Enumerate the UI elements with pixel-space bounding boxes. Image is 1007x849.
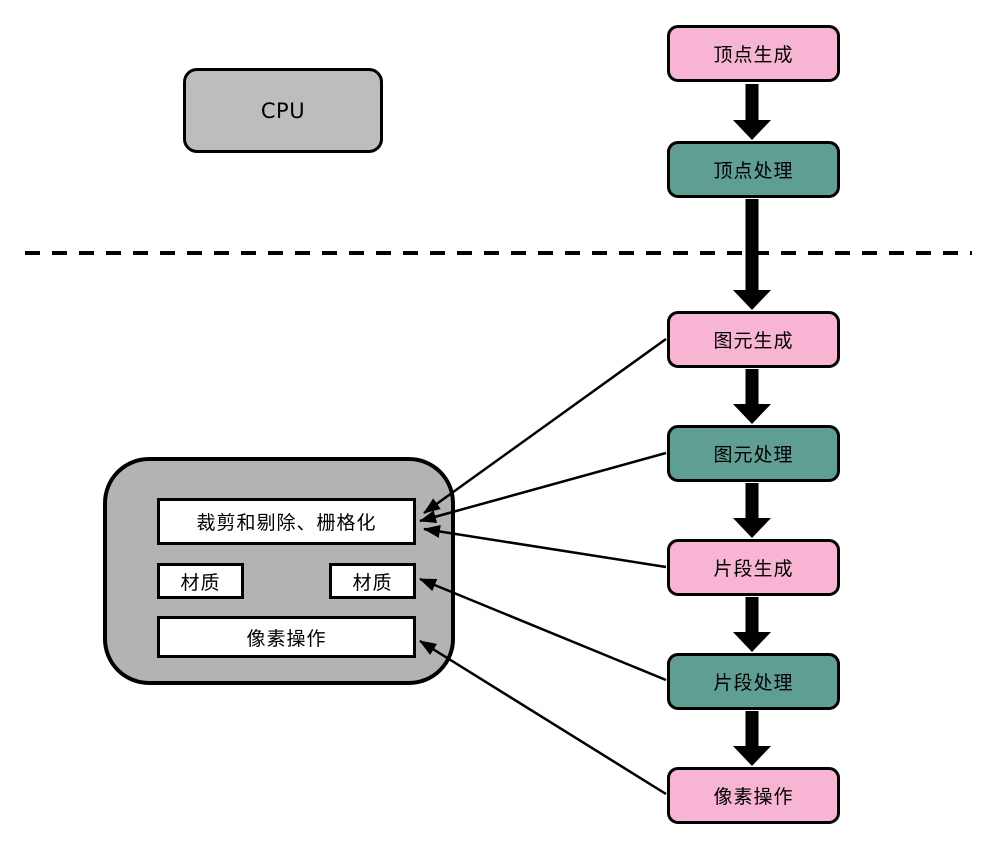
cpu-label: CPU xyxy=(260,98,306,123)
node-fragment-generation-label: 片段生成 xyxy=(713,558,794,580)
link-arrow-primgen-to-raster xyxy=(423,337,667,515)
unit-pixel-ops: 像素操作 xyxy=(157,616,416,658)
flow-arrow-fragproc-to-pixelops xyxy=(733,711,771,766)
link-arrow-fragproc-to-texture xyxy=(419,577,667,682)
link-arrow-fraggen-to-raster xyxy=(423,525,667,569)
unit-clip-cull-raster-label: 裁剪和剔除、栅格化 xyxy=(196,512,377,534)
node-primitive-generation: 图元生成 xyxy=(667,311,840,368)
flow-arrow-primproc-to-fraggen xyxy=(733,483,771,538)
node-primitive-generation-label: 图元生成 xyxy=(713,330,794,352)
node-vertex-processing: 顶点处理 xyxy=(667,141,840,198)
node-vertex-generation-label: 顶点生成 xyxy=(713,44,794,66)
flow-arrow-primgen-to-primproc xyxy=(733,369,771,424)
node-fragment-processing-label: 片段处理 xyxy=(713,672,794,694)
unit-pixel-ops-label: 像素操作 xyxy=(246,627,327,650)
unit-clip-cull-raster: 裁剪和剔除、栅格化 xyxy=(157,498,416,545)
node-pixel-operations-label: 像素操作 xyxy=(713,786,794,808)
link-arrow-primproc-to-raster xyxy=(419,451,667,524)
node-primitive-processing-label: 图元处理 xyxy=(713,444,794,466)
gpu-container: 裁剪和剔除、栅格化 材质 材质 像素操作 xyxy=(103,457,455,685)
flow-arrow-fraggen-to-fragproc xyxy=(733,597,771,652)
flow-arrow-vertexproc-to-primgen xyxy=(733,199,771,310)
node-vertex-processing-label: 顶点处理 xyxy=(713,160,794,182)
unit-texture-left: 材质 xyxy=(157,563,244,599)
node-vertex-generation: 顶点生成 xyxy=(667,25,840,82)
node-primitive-processing: 图元处理 xyxy=(667,425,840,482)
unit-texture-right: 材质 xyxy=(329,563,416,599)
node-fragment-generation: 片段生成 xyxy=(667,539,840,596)
node-fragment-processing: 片段处理 xyxy=(667,653,840,710)
unit-texture-right-label: 材质 xyxy=(352,571,393,594)
unit-texture-left-label: 材质 xyxy=(180,571,221,594)
flow-arrow-vertexgen-to-vertexproc xyxy=(733,84,771,140)
node-pixel-operations: 像素操作 xyxy=(667,767,840,824)
cpu-node: CPU xyxy=(183,68,383,153)
link-arrow-pixelops-to-pixelops-unit xyxy=(419,639,667,796)
